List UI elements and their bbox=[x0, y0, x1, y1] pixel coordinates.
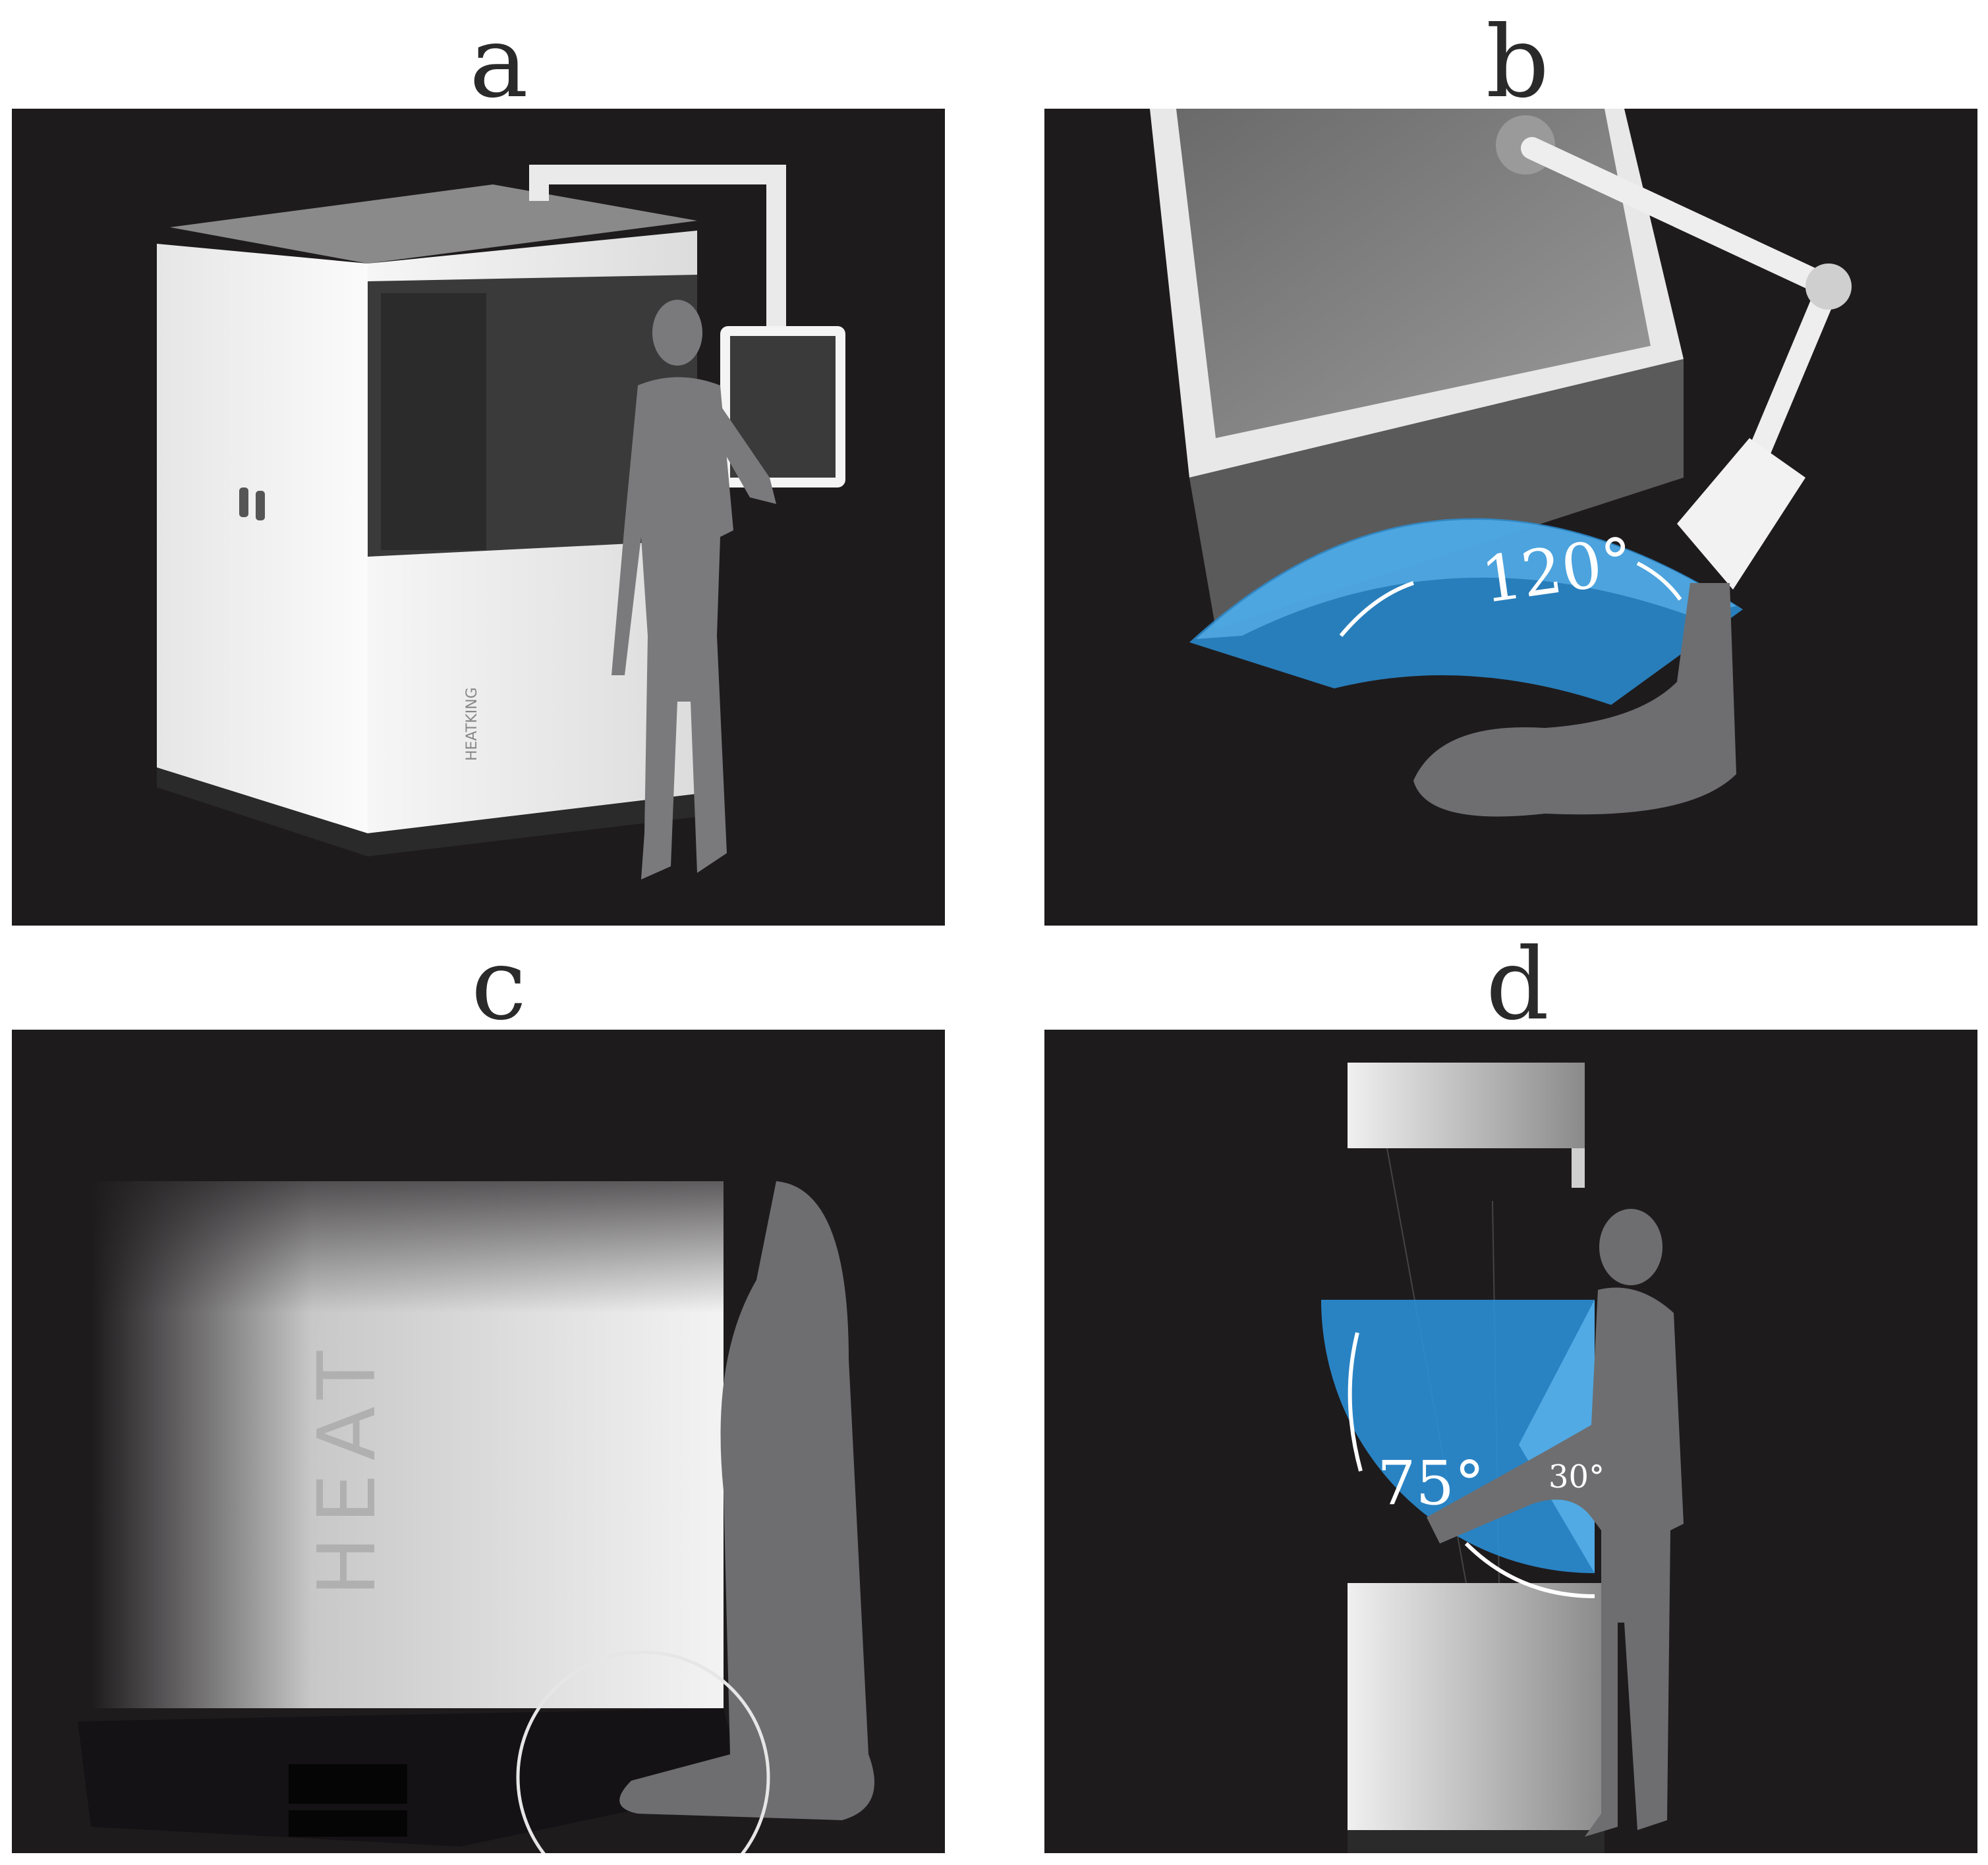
machine-top bbox=[170, 184, 697, 264]
panel-c-illustration: HEAT bbox=[78, 1181, 874, 1853]
panel-c-foot-clearance: HEAT bbox=[12, 1030, 945, 1853]
panel-b-illustration: 120° bbox=[1150, 109, 1852, 817]
operator-leg bbox=[619, 1181, 874, 1820]
machine-base bbox=[78, 1708, 743, 1847]
window-panel bbox=[381, 293, 486, 550]
base-slot-lower bbox=[289, 1810, 407, 1837]
tablet-arm bbox=[529, 165, 786, 326]
machine-base bbox=[157, 767, 697, 856]
panel-d-illustration: 75° 30° bbox=[1321, 1063, 1684, 1853]
arm-joint-elbow-icon bbox=[1805, 264, 1852, 310]
panel-label-b: b bbox=[1485, 5, 1550, 120]
base-slot-left bbox=[289, 1764, 407, 1804]
operator-figure bbox=[1427, 1209, 1684, 1837]
panel-label-c: c bbox=[470, 928, 526, 1042]
angle-arrow-left-icon bbox=[1339, 581, 1414, 637]
panel-label-a: a bbox=[469, 5, 528, 120]
machine-left-face bbox=[157, 244, 368, 833]
angle-arrow-right-icon bbox=[1636, 561, 1682, 601]
panel-a-machine-front-view: HEATKING bbox=[12, 109, 945, 926]
reach-angle-sector-30 bbox=[1519, 1300, 1595, 1573]
panel-d-side-view-angles: 75° 30° bbox=[1044, 1030, 1977, 1853]
panel-b-top-view-reach: 120° bbox=[1044, 109, 1977, 926]
toe-clearance-highlight-circle bbox=[516, 1650, 770, 1853]
angle-arrow-lower-icon bbox=[1464, 1542, 1595, 1598]
machine-hood bbox=[1348, 1063, 1585, 1148]
operator-figure-top bbox=[1413, 583, 1736, 817]
machine-brand-text: HEAT bbox=[302, 1338, 393, 1596]
panel-label-d: d bbox=[1485, 928, 1550, 1042]
door-handle-left-icon bbox=[239, 487, 248, 517]
angle-arrow-upper-icon bbox=[1348, 1332, 1363, 1472]
machine-lower-body bbox=[1348, 1583, 1605, 1833]
panel-a-illustration: HEATKING bbox=[157, 165, 845, 879]
reach-angle-main-label: 75° bbox=[1377, 1448, 1485, 1518]
operator-figure bbox=[611, 300, 776, 879]
reach-angle-small-label: 30° bbox=[1548, 1459, 1605, 1495]
door-handle-right-icon bbox=[256, 491, 265, 520]
tablet-screen bbox=[1677, 438, 1805, 590]
machine-brand-text: HEATKING bbox=[464, 687, 480, 761]
